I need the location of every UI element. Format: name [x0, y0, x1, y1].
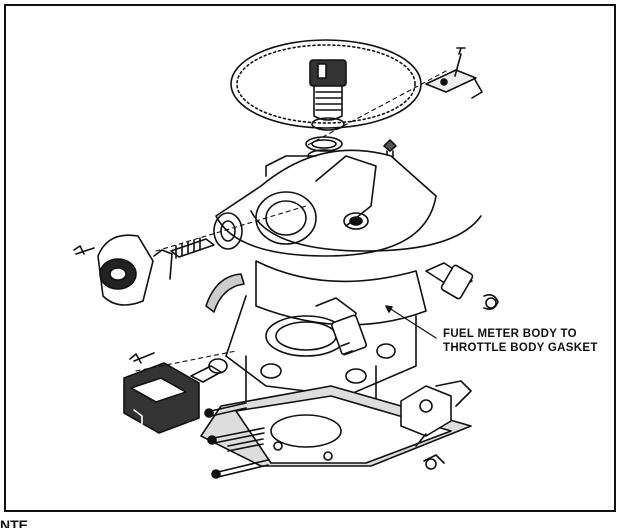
throttle-position-sensor: [123, 352, 228, 434]
exploded-view-drawing: [73, 39, 499, 479]
inlet-fitting: [425, 262, 499, 310]
bottom-caption-strip: NTE: [0, 516, 640, 528]
mounting-studs: [204, 402, 269, 479]
outlet-fitting: [331, 314, 396, 359]
base-flange: [200, 385, 472, 467]
callout-leader: [385, 305, 437, 339]
injector-retainer-bracket: [425, 47, 483, 99]
idle-air-control-valve: [73, 212, 243, 306]
callout-line-2: THROTTLE BODY GASKET: [443, 342, 598, 354]
fuel-meter-body: [215, 149, 482, 257]
diagram-frame: FUEL METER BODY TO THROTTLE BODY GASKET: [4, 4, 616, 512]
callout-label: FUEL METER BODY TO THROTTLE BODY GASKET: [443, 327, 618, 355]
fuel-injector: [305, 59, 347, 163]
callout-line-1: FUEL METER BODY TO: [443, 328, 577, 340]
tps-gasket: [205, 273, 245, 313]
cut-off-caption: NTE: [0, 517, 28, 528]
throttle-lever-assembly: [400, 380, 472, 470]
